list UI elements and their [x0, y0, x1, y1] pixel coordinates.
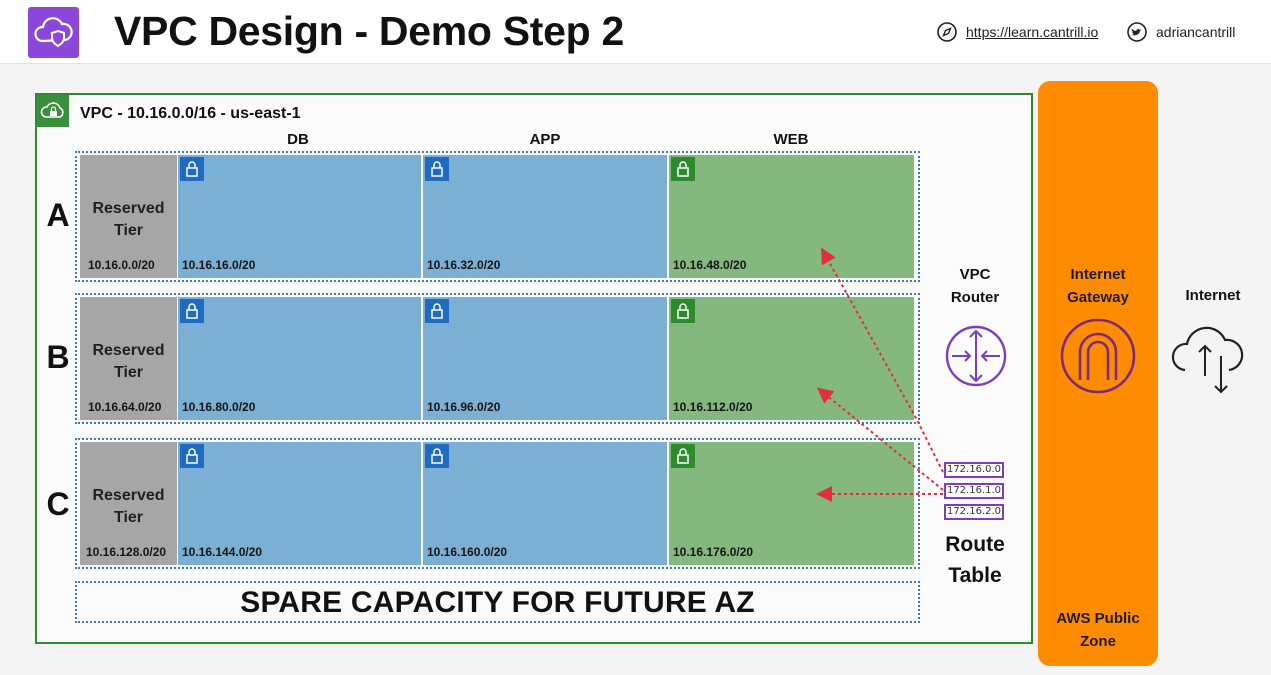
padlock-icon	[425, 157, 449, 181]
subnet-cidr: 10.16.112.0/20	[673, 400, 753, 414]
padlock-icon	[671, 299, 695, 323]
web-subnet: 10.16.48.0/20	[669, 155, 914, 278]
subnet-cidr: 10.16.16.0/20	[182, 258, 256, 272]
subnet-cidr: 10.16.176.0/20	[673, 545, 754, 559]
padlock-icon	[671, 444, 695, 468]
padlock-icon	[180, 299, 204, 323]
az-letter-a: A	[46, 197, 70, 233]
subnet-cidr: 10.16.48.0/20	[673, 258, 747, 272]
app-subnet: 10.16.32.0/20	[423, 155, 667, 278]
twitter-icon	[1127, 22, 1147, 42]
vpc-cloud-lock-icon	[37, 95, 69, 127]
internet-label: Internet	[1185, 287, 1241, 304]
db-subnet: 10.16.80.0/20	[178, 297, 421, 420]
padlock-icon	[671, 157, 695, 181]
course-url[interactable]: https://learn.cantrill.io	[966, 24, 1099, 40]
route-table-entry: 172.16.0.0	[944, 462, 1004, 478]
page-title: VPC Design - Demo Step 2	[114, 8, 624, 54]
db-subnet: 10.16.16.0/20	[178, 155, 421, 278]
app-subnet: 10.16.96.0/20	[423, 297, 667, 420]
padlock-icon	[180, 157, 204, 181]
subnet-cidr: 10.16.80.0/20	[182, 400, 256, 414]
aws-public-zone	[1038, 81, 1158, 666]
route-table-entry: 172.16.1.0	[944, 483, 1004, 499]
twitter-handle[interactable]: adriancantrill	[1156, 24, 1236, 40]
column-label-db: DB	[287, 131, 309, 148]
column-label-app: APP	[529, 131, 561, 148]
web-subnet: 10.16.112.0/20	[669, 297, 914, 420]
web-subnet: 10.16.176.0/20	[669, 442, 914, 565]
subnet-cidr: 10.16.144.0/20	[182, 545, 263, 559]
compass-icon	[937, 22, 957, 42]
cloud-shield-icon	[28, 7, 79, 58]
padlock-icon	[180, 444, 204, 468]
az-letter-b: B	[46, 339, 70, 375]
az-letter-c: C	[46, 486, 70, 522]
subnet-cidr: 10.16.0.0/20	[88, 258, 155, 272]
padlock-icon	[425, 444, 449, 468]
subnet-cidr: 10.16.32.0/20	[427, 258, 501, 272]
padlock-icon	[425, 299, 449, 323]
twitter-link[interactable]: adriancantrill	[1126, 21, 1235, 43]
db-subnet: 10.16.144.0/20	[178, 442, 421, 565]
subnet-cidr: 10.16.64.0/20	[88, 400, 162, 414]
subnet-cidr: 10.16.96.0/20	[427, 400, 501, 414]
vpc-label: VPC - 10.16.0.0/16 - us-east-1	[80, 105, 301, 122]
subnet-cidr: 10.16.128.0/20	[86, 545, 167, 559]
route-table-entry: 172.16.2.0	[944, 504, 1004, 520]
column-label-web: WEB	[773, 131, 809, 148]
app-subnet: 10.16.160.0/20	[423, 442, 667, 565]
subnet-cidr: 10.16.160.0/20	[427, 545, 508, 559]
spare-capacity-banner: SPARE CAPACITY FOR FUTURE AZ	[75, 581, 920, 623]
header-bar: VPC Design - Demo Step 2 https://learn.c…	[0, 0, 1271, 64]
course-link[interactable]: https://learn.cantrill.io	[936, 21, 1098, 43]
